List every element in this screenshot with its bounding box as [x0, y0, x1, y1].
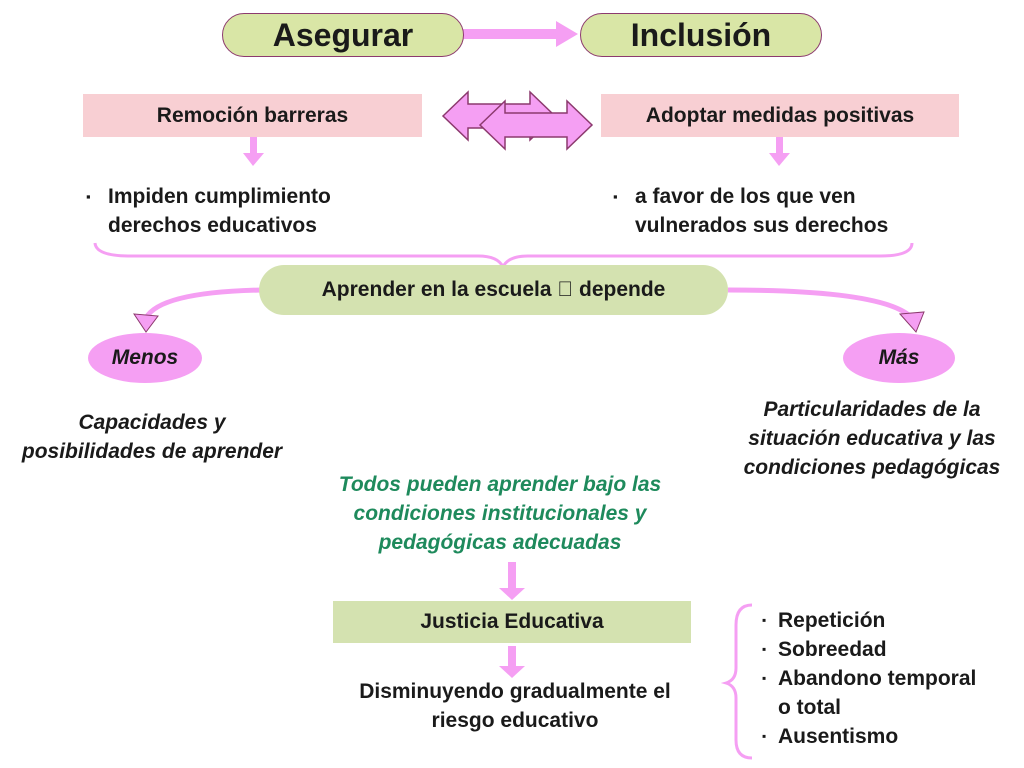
brace-risk-list: [720, 603, 753, 760]
down-arrow-left: [243, 137, 264, 166]
mas-description: Particularidades de la situación educati…: [722, 395, 1022, 482]
down-arrow-bottom: [499, 646, 525, 678]
list-item: ▪Sobreedad: [762, 635, 1017, 664]
bullet-square-icon: ▪: [613, 189, 618, 204]
menos-ellipse: Menos: [88, 333, 202, 383]
left-bullet: ▪ Impiden cumplimiento derechos educativ…: [86, 182, 416, 240]
remocion-barreras-label: Remoción barreras: [156, 103, 349, 127]
down-arrow-right: [769, 137, 790, 166]
left-bullet-line-1: Impiden cumplimiento: [108, 185, 331, 208]
adoptar-medidas-label: Adoptar medidas positivas: [645, 103, 915, 127]
mas-ellipse: Más: [843, 333, 955, 383]
justicia-educativa-box: Justicia Educativa: [333, 601, 691, 643]
middle-text-line-3: pedagógicas adecuadas: [378, 531, 622, 554]
bottom-text-line-1: Disminuyendo gradualmente el: [359, 680, 671, 703]
risk-list: ▪Repetición ▪Sobreedad ▪Abandono tempora…: [762, 606, 1017, 751]
asegurar-pill: Asegurar: [222, 13, 464, 57]
list-item: o total: [778, 696, 841, 719]
middle-text-line-1: Todos pueden aprender bajo las: [338, 473, 662, 496]
remocion-barreras-box: Remoción barreras: [83, 94, 422, 137]
down-arrow-justicia: [499, 562, 525, 600]
disminuyendo-riesgo-text: Disminuyendo gradualmente el riesgo educ…: [320, 677, 710, 735]
mas-label: Más: [878, 346, 920, 369]
curve-arrow-menos: [133, 287, 263, 333]
brace-under-bullets: [93, 242, 914, 271]
inclusion-pill: Inclusión: [580, 13, 822, 57]
right-bullet-line-2: vulnerados sus derechos: [635, 214, 889, 237]
left-bullet-line-2: derechos educativos: [108, 214, 317, 237]
menos-description: Capacidades y posibilidades de aprender: [0, 408, 304, 466]
right-bullet-line-1: a favor de los que ven: [635, 185, 856, 208]
menos-label: Menos: [111, 346, 179, 369]
inclusion-label: Inclusión: [630, 16, 772, 53]
list-item: ▪Ausentismo: [762, 722, 1017, 751]
bullet-square-icon: ▪: [762, 729, 767, 743]
list-item: ▪Abandono temporal: [762, 664, 1017, 693]
curve-arrow-mas: [727, 287, 925, 333]
todos-pueden-aprender-text: Todos pueden aprender bajo las condicion…: [300, 470, 700, 557]
list-item: ▪Repetición: [762, 606, 1017, 635]
top-arrow: [463, 21, 578, 47]
bullet-square-icon: ▪: [86, 189, 91, 204]
bottom-text-line-2: riesgo educativo: [431, 709, 599, 732]
right-bullet: ▪ a favor de los que ven vulnerados sus …: [613, 182, 943, 240]
mas-text-line-3: condiciones pedagógicas: [743, 456, 1001, 479]
asegurar-label: Asegurar: [272, 16, 414, 53]
justicia-educativa-label: Justicia Educativa: [420, 610, 604, 633]
menos-text-line-1: Capacidades y: [78, 411, 226, 434]
aprender-escuela-label: Aprender en la escuela  depende: [322, 278, 666, 301]
menos-text-line-2: posibilidades de aprender: [21, 440, 283, 463]
bullet-square-icon: ▪: [762, 613, 767, 627]
adoptar-medidas-box: Adoptar medidas positivas: [601, 94, 959, 137]
bullet-square-icon: ▪: [762, 671, 767, 685]
aprender-escuela-pill: Aprender en la escuela  depende: [259, 265, 728, 315]
mas-text-line-2: situación educativa y las: [748, 427, 996, 450]
middle-text-line-2: condiciones institucionales y: [353, 502, 647, 525]
bullet-square-icon: ▪: [762, 642, 767, 656]
double-arrow-icon: [441, 90, 594, 151]
mas-text-line-1: Particularidades de la: [763, 398, 981, 421]
